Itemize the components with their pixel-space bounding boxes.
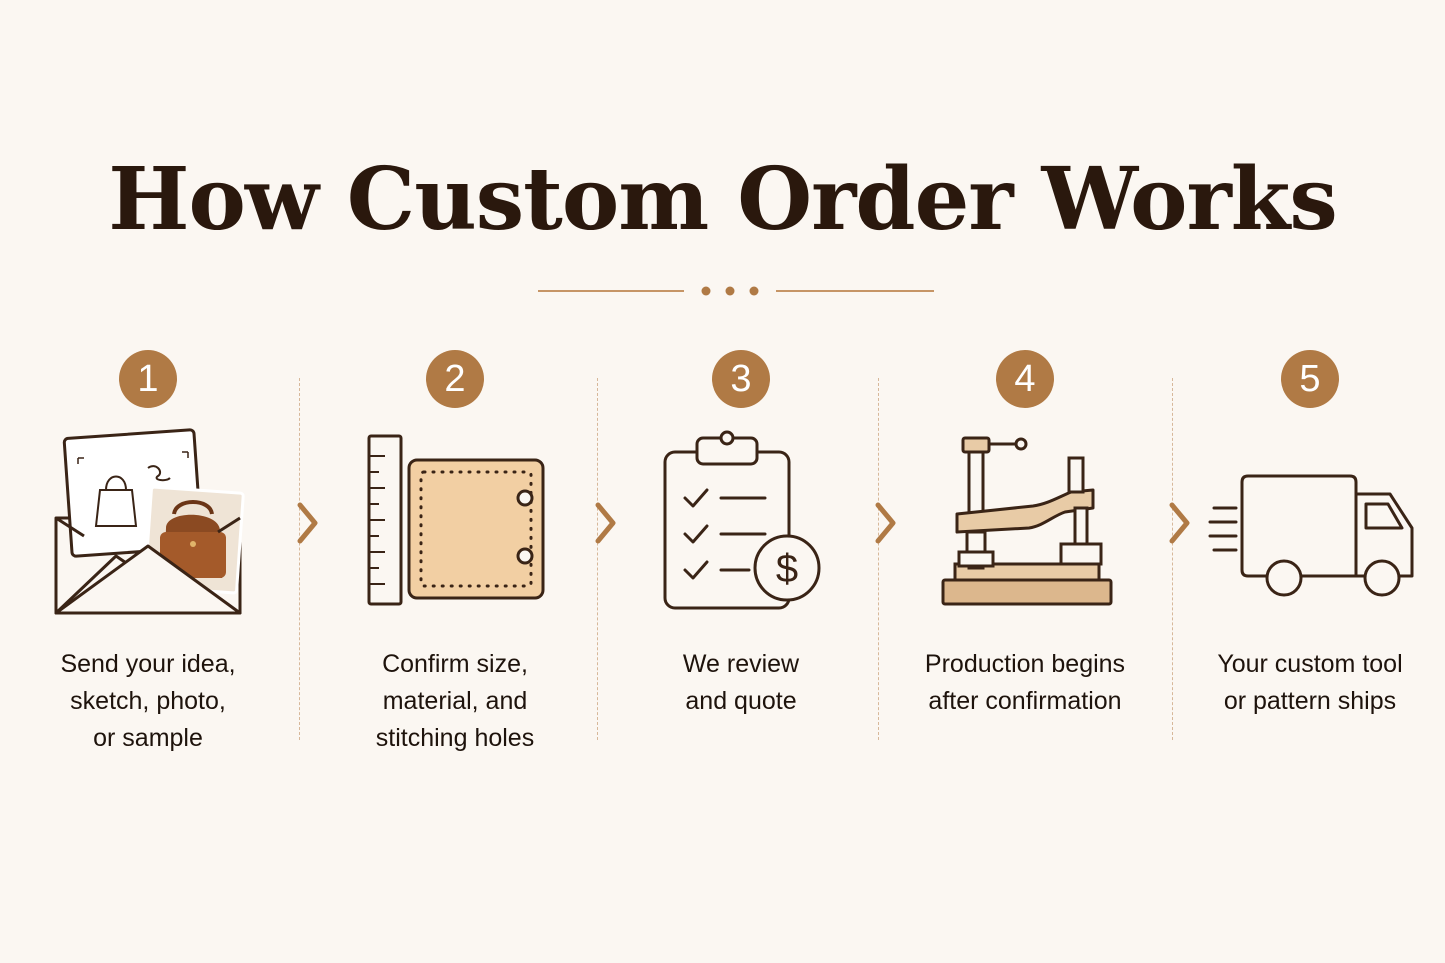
step-label: Your custom tool or pattern ships <box>1217 650 1403 715</box>
chevron-right-icon <box>1169 502 1190 544</box>
step-number-badge: 3 <box>712 350 770 408</box>
chevron-right-icon <box>875 502 896 544</box>
step-2: 2 Confirm size, material, and stitching … <box>315 350 595 770</box>
step-4: 4 Production begins after confirmation <box>885 350 1165 770</box>
step-number-badge: 1 <box>119 350 177 408</box>
step-1: 1 Send your idea, sketch, photo, or sam <box>8 350 288 770</box>
step-label: We review and quote <box>682 650 800 715</box>
step-3: 3 $ We review and quote <box>601 350 881 770</box>
step-separator <box>299 378 300 740</box>
title-divider <box>538 286 934 296</box>
step-label: Confirm size, material, and stitching ho… <box>375 650 535 752</box>
svg-text:$: $ <box>776 547 798 591</box>
envelope-with-sketch-and-photo-icon <box>54 428 245 615</box>
step-number-badge: 2 <box>426 350 484 408</box>
step-number-badge: 4 <box>996 350 1054 408</box>
ruler-and-leather-piece-icon <box>367 434 545 606</box>
press-machine-icon <box>941 436 1113 606</box>
page-title: How Custom Order Works <box>108 149 1338 250</box>
delivery-truck-icon <box>1208 474 1414 597</box>
step-separator <box>597 378 598 740</box>
step-label: Production begins after confirmation <box>924 650 1126 715</box>
step-separator <box>878 378 879 740</box>
step-separator <box>1172 378 1173 740</box>
clipboard-checklist-dollar-icon: $ <box>663 430 821 610</box>
step-5: 5 Your custom tool or pattern ships <box>1170 350 1445 770</box>
chevron-right-icon <box>595 502 616 544</box>
step-label: Send your idea, sketch, photo, or sample <box>60 650 236 752</box>
chevron-right-icon <box>297 502 318 544</box>
step-number-badge: 5 <box>1281 350 1339 408</box>
